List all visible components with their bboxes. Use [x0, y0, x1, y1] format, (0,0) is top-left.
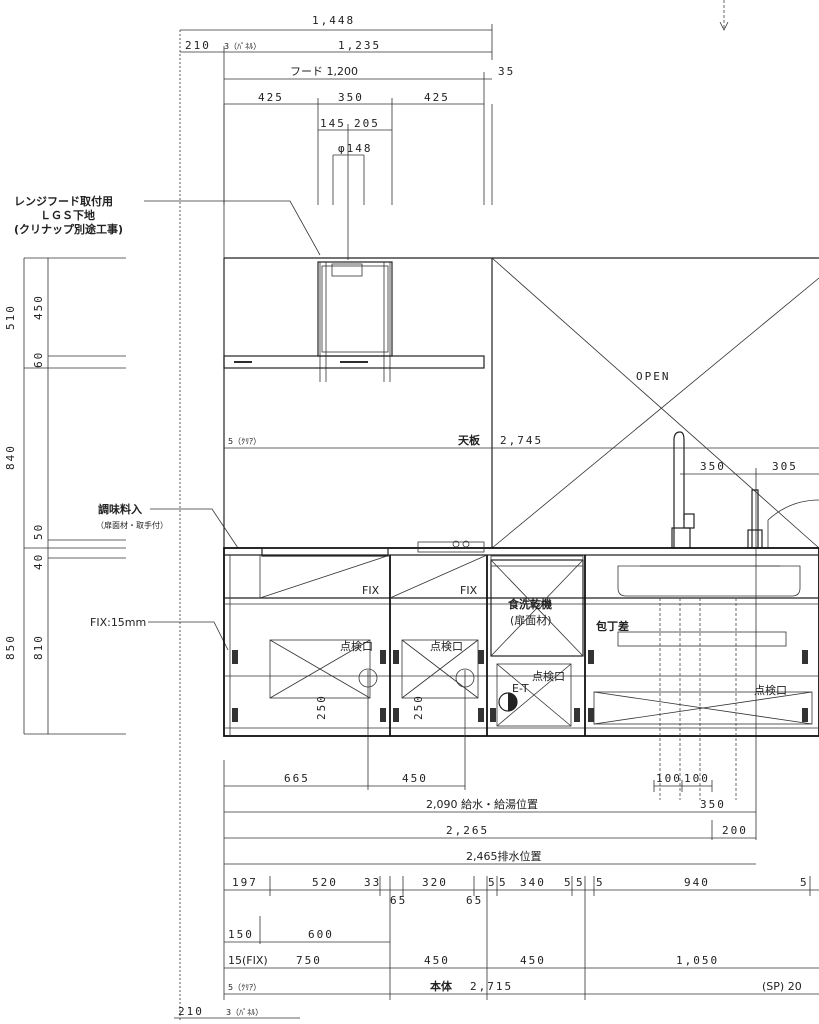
- dim-100-b: 100: [684, 772, 710, 785]
- label-knife: 包丁差: [595, 619, 629, 633]
- dim-row1-5d: 5: [576, 876, 585, 889]
- upper-wall-area: OPEN 5（ｸﾘｱ） 天板 2,745 350 305: [223, 257, 819, 840]
- top-dimensions: 1,448 210 3（ﾊﾟﾈﾙ） 1,235 フード 1,200 35 425…: [179, 0, 729, 1020]
- dim-305: 305: [772, 460, 798, 473]
- label-open: OPEN: [636, 370, 671, 383]
- label-dishwasher-sub: (扉面材): [510, 613, 552, 627]
- label-inspect-1: 点検口: [340, 639, 373, 653]
- dim-3-panel-bottom: 3（ﾊﾟﾈﾙ）: [226, 1008, 263, 1017]
- left-dimensions: 510 450 60 840 50 40 850 810: [4, 257, 126, 735]
- dim-810: 810: [32, 634, 45, 660]
- dim-overall-1448: 1,448: [312, 14, 355, 27]
- callout-lgs-line2: ＬＧＳ下地: [40, 208, 95, 222]
- dim-body-label: 本体: [430, 979, 453, 993]
- callouts: レンジフード取付用 ＬＧＳ下地 (クリナップ別途工事) 調味料入 （扉面材・取手…: [14, 194, 321, 651]
- dim-145: 145: [320, 117, 346, 130]
- callout-lgs-line3: (クリナップ別途工事): [14, 222, 123, 236]
- dim-60: 60: [32, 351, 45, 368]
- dim-250-b: 250: [412, 694, 425, 720]
- hinge-marks: [232, 650, 808, 722]
- dim-350-sink: 350: [700, 460, 726, 473]
- dim-65-b: 65: [466, 894, 483, 907]
- callout-seasoning-sub: （扉面材・取手付）: [96, 520, 168, 530]
- dim-150: 150: [228, 928, 254, 941]
- dim-2265: 2,265: [446, 824, 489, 837]
- bottom-dimensions: 665 450 100 100 2,090 給水・給湯位置 350 2,265 …: [174, 670, 819, 1019]
- label-fix-a: FIX: [362, 584, 380, 597]
- dim-450-bottom: 450: [402, 772, 428, 785]
- dim-510: 510: [4, 304, 17, 330]
- label-inspect-4: 点検口: [754, 683, 787, 697]
- dim-row1-5e: 5: [596, 876, 605, 889]
- dim-100-a: 100: [656, 772, 682, 785]
- lower-cabinets: FIX FIX 点検口 250 点検口 250 食洗乾機 (扉面材) 点検口 E…: [223, 540, 819, 800]
- dim-sp20: (SP) 20: [762, 980, 802, 993]
- label-inspect-2: 点検口: [430, 639, 463, 653]
- dim-210: 210: [185, 39, 211, 52]
- dim-425-right: 425: [424, 91, 450, 104]
- dim-countertop-2745: 2,745: [500, 434, 543, 447]
- label-et: E-T: [512, 682, 529, 695]
- dim-phi-148: φ148: [338, 142, 373, 155]
- dim-450-b: 450: [424, 954, 450, 967]
- dim-250-a: 250: [315, 694, 328, 720]
- dim-row1-520: 520: [312, 876, 338, 889]
- dim-35: 35: [498, 65, 515, 78]
- dim-750: 750: [296, 954, 322, 967]
- dim-840: 840: [4, 444, 17, 470]
- dim-200: 200: [722, 824, 748, 837]
- dim-row1-940: 940: [684, 876, 710, 889]
- dim-350-hood: 350: [338, 91, 364, 104]
- dim-row1-33: 33: [364, 876, 381, 889]
- dim-600: 600: [308, 928, 334, 941]
- label-clear5-top: 5（ｸﾘｱ）: [228, 437, 261, 446]
- dim-hood-1200: フード 1,200: [290, 65, 358, 78]
- dim-1050: 1,050: [676, 954, 719, 967]
- dim-2090-water: 2,090 給水・給湯位置: [426, 797, 538, 811]
- dim-65-a: 65: [390, 894, 407, 907]
- dim-row1-320: 320: [422, 876, 448, 889]
- dim-1235: 1,235: [338, 39, 381, 52]
- dim-row1-5c: 5: [564, 876, 573, 889]
- label-inspect-3: 点検口: [532, 669, 565, 683]
- dim-50: 50: [32, 523, 45, 540]
- callout-fix15: FIX:15mm: [90, 616, 146, 629]
- label-fix-b: FIX: [460, 584, 478, 597]
- dim-450-c: 450: [520, 954, 546, 967]
- dim-850: 850: [4, 634, 17, 660]
- dim-210-bottom: 210: [178, 1005, 204, 1018]
- dim-row1-340: 340: [520, 876, 546, 889]
- dim-2465-drain: 2,465排水位置: [466, 849, 542, 863]
- dim-40: 40: [32, 553, 45, 570]
- label-dishwasher: 食洗乾機: [508, 597, 552, 611]
- dim-425-left: 425: [258, 91, 284, 104]
- dim-665: 665: [284, 772, 310, 785]
- label-countertop: 天板: [458, 433, 481, 447]
- dim-15-fix: 15(FIX): [228, 954, 268, 967]
- dim-body-2715: 2,715: [470, 980, 513, 993]
- dim-205: 205: [354, 117, 380, 130]
- dim-row1-197: 197: [232, 876, 258, 889]
- callout-seasoning: 調味料入: [98, 502, 142, 516]
- dim-350-bottom: 350: [700, 798, 726, 811]
- dim-row1-5a: 5: [488, 876, 497, 889]
- dim-clear5-bottom: 5（ｸﾘｱ）: [228, 983, 261, 992]
- dim-row1-5f: 5: [800, 876, 809, 889]
- callout-lgs-line1: レンジフード取付用: [14, 194, 113, 208]
- dim-3-panel: 3（ﾊﾟﾈﾙ）: [224, 42, 261, 51]
- dim-row1-5b: 5: [499, 876, 508, 889]
- dim-450-left: 450: [32, 294, 45, 320]
